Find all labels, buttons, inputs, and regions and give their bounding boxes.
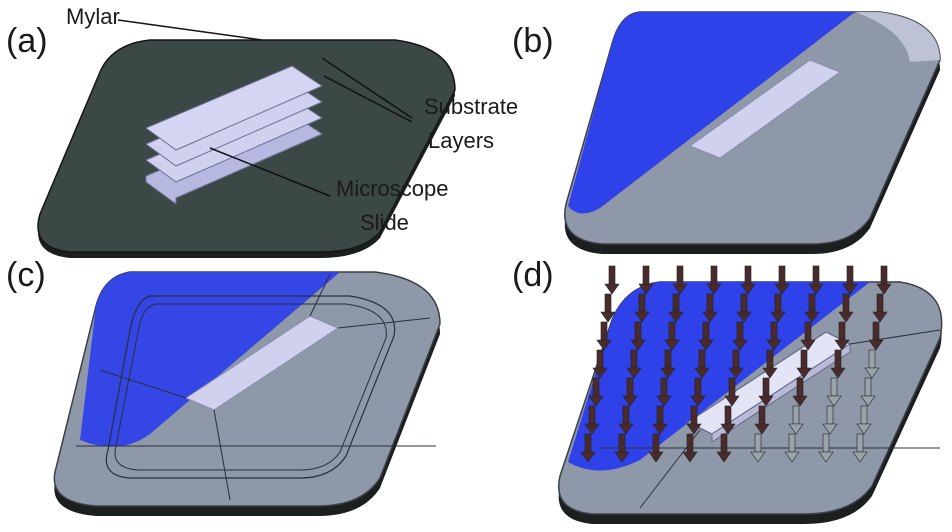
pressure-arrow bbox=[758, 377, 774, 407]
pressure-arrow bbox=[592, 349, 608, 379]
pressure-arrow bbox=[596, 321, 612, 351]
pressure-arrow bbox=[826, 377, 842, 407]
mylar-label: Mylar bbox=[66, 4, 120, 29]
pressure-arrow bbox=[652, 405, 668, 435]
pressure-arrow bbox=[830, 349, 846, 379]
pressure-arrow bbox=[822, 405, 838, 435]
microscope-label-line2: Slide bbox=[360, 210, 409, 235]
pressure-arrow bbox=[796, 349, 812, 379]
pressure-arrow bbox=[852, 433, 868, 463]
pressure-arrow bbox=[604, 265, 620, 295]
pressure-arrow bbox=[754, 405, 770, 435]
pressure-arrow bbox=[622, 377, 638, 407]
pressure-arrow bbox=[868, 321, 884, 351]
pressure-arrow bbox=[876, 265, 892, 295]
pressure-arrow bbox=[694, 349, 710, 379]
pressure-arrow bbox=[808, 265, 824, 295]
pressure-arrow bbox=[634, 293, 650, 323]
substrate-leader-line-1 bbox=[321, 57, 413, 119]
panel-c-rounded-track bbox=[105, 295, 396, 479]
pressure-arrow bbox=[584, 405, 600, 435]
pressure-arrow bbox=[774, 265, 790, 295]
pressure-arrow bbox=[838, 293, 854, 323]
pressure-arrow bbox=[762, 349, 778, 379]
panel-a: (a) Mylar Substrate Layers Microscope Sl… bbox=[6, 4, 518, 258]
pressure-arrow bbox=[784, 433, 800, 463]
substrate-leader-line-2 bbox=[323, 75, 413, 123]
pressure-arrow bbox=[626, 349, 642, 379]
panel-c-rounded-track-inner bbox=[114, 303, 387, 471]
pressure-arrow bbox=[686, 405, 702, 435]
panel-c-blue-film bbox=[80, 272, 340, 447]
pressure-arrow bbox=[614, 433, 630, 463]
pressure-arrow bbox=[600, 293, 616, 323]
panel-b-mylar bbox=[688, 59, 842, 159]
pressure-arrow bbox=[656, 377, 672, 407]
pressure-arrow bbox=[728, 349, 744, 379]
pressure-arrow bbox=[834, 321, 850, 351]
panel-label-b: (b) bbox=[512, 22, 554, 60]
pressure-arrow bbox=[770, 293, 786, 323]
panel-b-transparent-edge bbox=[855, 12, 940, 62]
panel-d-blue-film bbox=[568, 282, 870, 471]
pressure-arrow bbox=[698, 321, 714, 351]
pressure-arrow bbox=[588, 377, 604, 407]
panel-c-mesh-lines bbox=[76, 273, 436, 501]
pressure-arrow bbox=[750, 433, 766, 463]
panel-c: (c) bbox=[6, 256, 441, 516]
pressure-arrow bbox=[792, 377, 808, 407]
pressure-arrow bbox=[856, 405, 872, 435]
panel-a-substrate-stack bbox=[144, 65, 324, 205]
pressure-arrow bbox=[872, 293, 888, 323]
substrate-label-line1: Substrate bbox=[424, 94, 518, 119]
pressure-arrow bbox=[580, 433, 596, 463]
pressure-arrow bbox=[672, 265, 688, 295]
pressure-arrow bbox=[804, 293, 820, 323]
panel-d-pressure-arrows bbox=[580, 265, 892, 463]
panel-label-a: (a) bbox=[6, 22, 48, 60]
pressure-arrow bbox=[648, 433, 664, 463]
panel-a-mylar bbox=[144, 65, 324, 151]
pressure-arrow bbox=[702, 293, 718, 323]
panel-b-blue-film bbox=[568, 12, 855, 214]
panel-label-d: (d) bbox=[512, 256, 554, 294]
pressure-arrow bbox=[732, 321, 748, 351]
pressure-arrow bbox=[638, 265, 654, 295]
pressure-arrow bbox=[630, 321, 646, 351]
pressure-arrow bbox=[736, 293, 752, 323]
pressure-arrow bbox=[720, 405, 736, 435]
pressure-arrow bbox=[618, 405, 634, 435]
pressure-arrow bbox=[818, 433, 834, 463]
pressure-arrow bbox=[706, 265, 722, 295]
pressure-arrow bbox=[842, 265, 858, 295]
pressure-arrow bbox=[864, 349, 880, 379]
pressure-arrow bbox=[690, 377, 706, 407]
pressure-arrow bbox=[664, 321, 680, 351]
microscope-label-line1: Microscope bbox=[336, 176, 448, 201]
pressure-arrow bbox=[740, 265, 756, 295]
pressure-arrow bbox=[660, 349, 676, 379]
pressure-arrow bbox=[668, 293, 684, 323]
pressure-arrow bbox=[682, 433, 698, 463]
pressure-arrow bbox=[724, 377, 740, 407]
pressure-arrow bbox=[766, 321, 782, 351]
panel-d: (d) bbox=[512, 256, 943, 524]
mylar-leader-line bbox=[117, 19, 263, 41]
panel-b: (b) bbox=[512, 11, 941, 254]
pressure-arrow bbox=[860, 377, 876, 407]
pressure-arrow bbox=[800, 321, 816, 351]
microscope-leader-line bbox=[209, 147, 331, 197]
pressure-arrow bbox=[788, 405, 804, 435]
pressure-arrow bbox=[716, 433, 732, 463]
substrate-label-line2: Layers bbox=[428, 128, 494, 153]
panel-label-c: (c) bbox=[6, 256, 46, 294]
